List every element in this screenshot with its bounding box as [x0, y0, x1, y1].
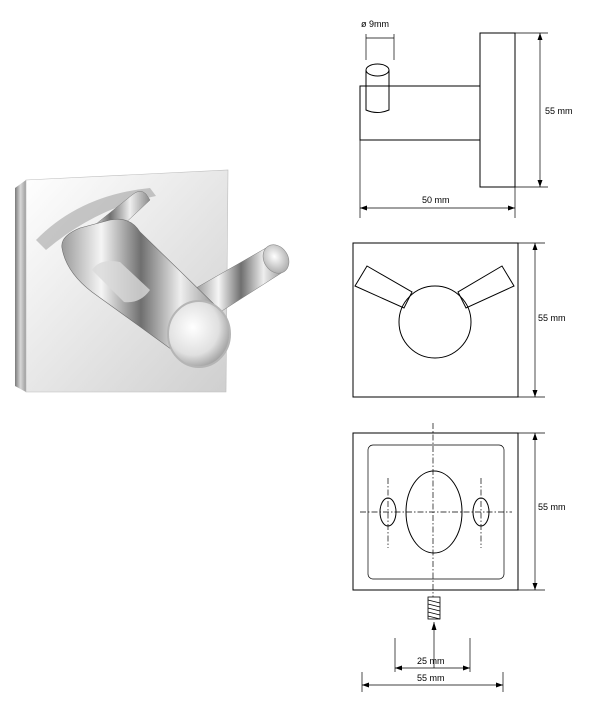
- back-plate-outer: [352, 432, 519, 591]
- dim-back-size: 55 mm: [538, 502, 566, 512]
- back-center-oval: [405, 470, 463, 554]
- dim-front-size: 55 mm: [538, 313, 566, 323]
- product-photo: [15, 169, 290, 393]
- side-plate: [479, 32, 516, 188]
- screw-icon: [427, 596, 441, 668]
- dim-pin-diameter: ø 9mm: [361, 19, 389, 29]
- plate-side: [15, 180, 26, 392]
- dim-side-height: 55 mm: [545, 106, 573, 116]
- hook-end-cap-rim: [167, 300, 231, 368]
- front-plate: [352, 242, 519, 398]
- side-pin: [365, 70, 390, 113]
- dim-hole-spacing: 25 mm: [417, 656, 445, 666]
- front-arm-left: [354, 265, 413, 309]
- hook-body-band: [92, 261, 150, 303]
- side-view-drawing: ø 9mm 55 mm 50 mm: [359, 19, 573, 218]
- front-view-drawing: 55 mm: [352, 242, 566, 398]
- back-slot-right: [472, 497, 490, 527]
- front-hub: [398, 285, 472, 359]
- back-view-drawing: 55 mm 25 mm 55 mm: [352, 423, 566, 692]
- side-pin-top: [365, 63, 390, 77]
- dim-back-width: 55 mm: [417, 673, 445, 683]
- hook-arm-right-cap: [262, 244, 290, 274]
- front-arm-right: [457, 265, 515, 309]
- back-slot-left: [379, 497, 397, 527]
- dim-side-depth: 50 mm: [422, 195, 450, 205]
- side-arm: [359, 85, 481, 141]
